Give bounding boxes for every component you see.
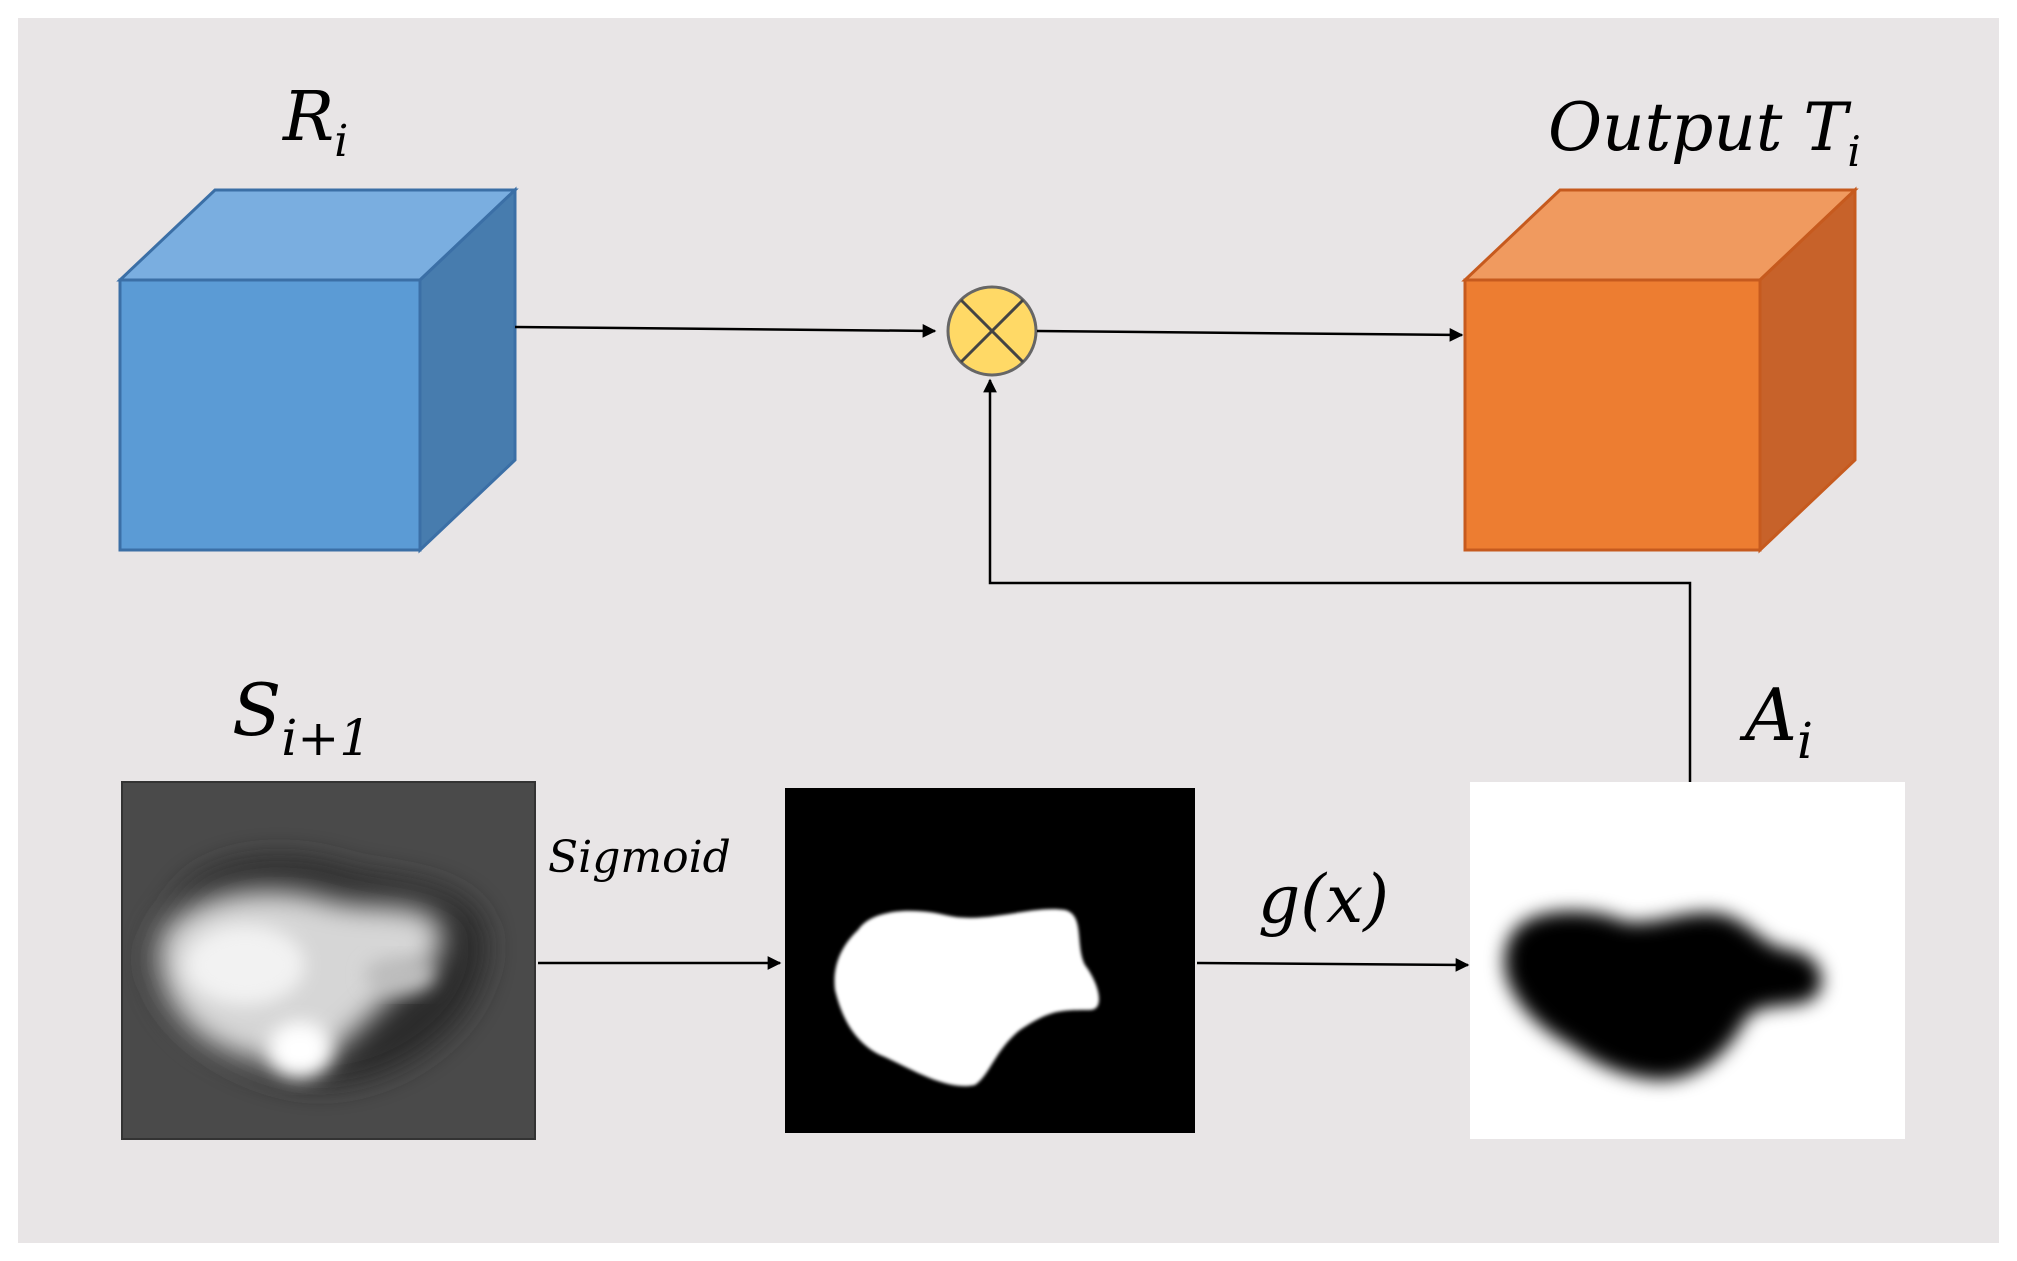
arrow-r-to-multiply: [514, 324, 937, 338]
image-a-i: [1470, 782, 1905, 1139]
arrow-multiply-to-output: [1036, 328, 1464, 342]
feature-cube-r: [116, 186, 519, 554]
arrow-a-to-multiply: [983, 378, 1692, 782]
label-g-x: g(x): [1258, 861, 1389, 938]
image-s-i-plus-1: [121, 781, 536, 1140]
output-cube-t: [1461, 186, 1859, 554]
circled-times-icon: [946, 285, 1038, 377]
label-output-t-i: Output Ti: [1548, 89, 1861, 176]
label-r-i: Ri: [281, 78, 348, 167]
label-s-i-plus-1: Si+1: [232, 668, 371, 767]
image-sigmoid-mask: [785, 788, 1195, 1133]
arrow-mask-to-a: [1196, 958, 1470, 972]
label-a-i: Ai: [1739, 673, 1813, 770]
label-sigmoid: Sigmoid: [548, 832, 731, 883]
